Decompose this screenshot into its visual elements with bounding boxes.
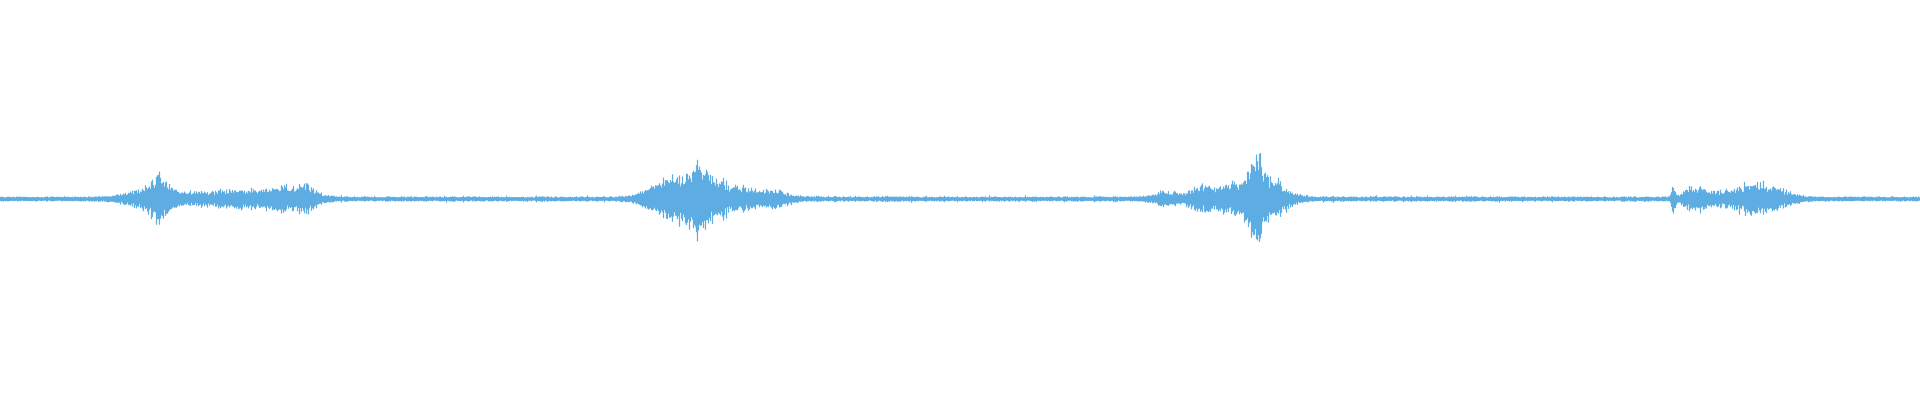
waveform-bars <box>0 153 1920 242</box>
waveform-path <box>0 153 1920 242</box>
